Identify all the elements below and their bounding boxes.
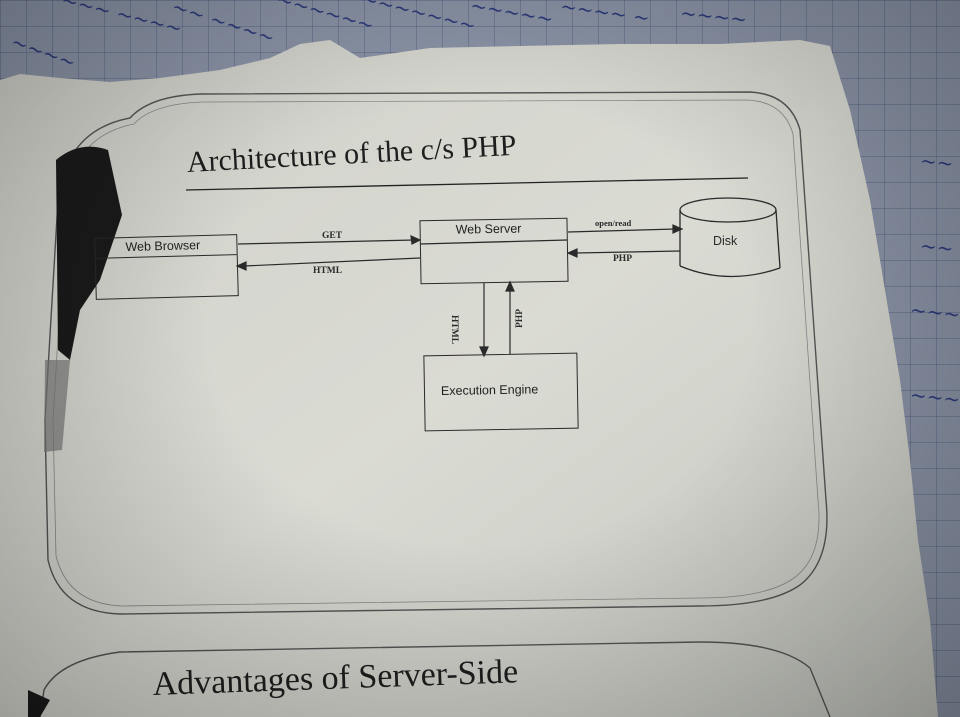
html-down-arrow-label: HTML [449, 315, 459, 345]
slide-title: Architecture of the c/s PHP [186, 128, 518, 179]
get-arrow-label: GET [322, 231, 343, 241]
html-arrow-label: HTML [313, 266, 343, 276]
next-slide-title: Advantages of Server-Side [152, 653, 519, 703]
execution-engine-label: Execution Engine [440, 382, 539, 399]
web-server-label: Web Server [455, 221, 522, 237]
disk-label: Disk [713, 234, 738, 248]
php-up-arrow-label: PHP [515, 309, 525, 328]
web-browser-label: Web Browser [125, 238, 201, 255]
open-read-arrow-label: open/read [595, 218, 632, 228]
php-arrow-label: PHP [613, 254, 632, 264]
web-browser-node: Web Browser [94, 234, 239, 300]
web-server-node: Web Server [419, 217, 569, 285]
execution-engine-node: Execution Engine [423, 352, 579, 432]
